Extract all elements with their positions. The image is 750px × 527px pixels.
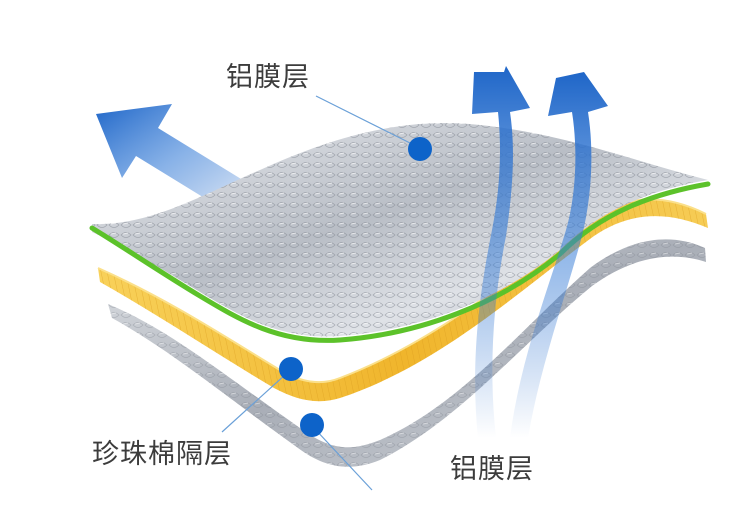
leader-lines: [221, 95, 421, 491]
bottom-foil-layer: [108, 239, 706, 467]
label-foam-layer: 珍珠棉隔层: [92, 439, 232, 470]
heat-flow-arrow: [510, 72, 608, 438]
heat-flow-arrow: [472, 66, 530, 438]
top-foil-layer: [89, 122, 711, 343]
label-top-foil-layer: 铝膜层: [226, 62, 310, 93]
marker-dot: [408, 137, 432, 161]
marker-dot: [279, 357, 303, 381]
marker-dot: [300, 413, 324, 437]
label-bottom-foil-layer: 铝膜层: [450, 454, 534, 485]
